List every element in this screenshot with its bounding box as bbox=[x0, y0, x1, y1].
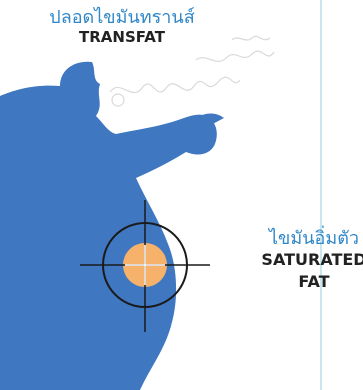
saturated-english-1: SATURATED bbox=[258, 249, 363, 271]
saturated-english-2: FAT bbox=[258, 271, 363, 293]
transfat-thai: ปลอดไขมันทรานส์ bbox=[22, 8, 222, 28]
transfat-english: TRANSFAT bbox=[22, 28, 222, 46]
saturated-thai: ไขมันอิ่มตัว bbox=[258, 229, 363, 249]
transfat-label: ปลอดไขมันทรานส์ TRANSFAT bbox=[22, 8, 222, 46]
saturated-fat-label: ไขมันอิ่มตัว SATURATED FAT bbox=[258, 229, 363, 293]
scribble-doodle-icon bbox=[110, 36, 274, 106]
